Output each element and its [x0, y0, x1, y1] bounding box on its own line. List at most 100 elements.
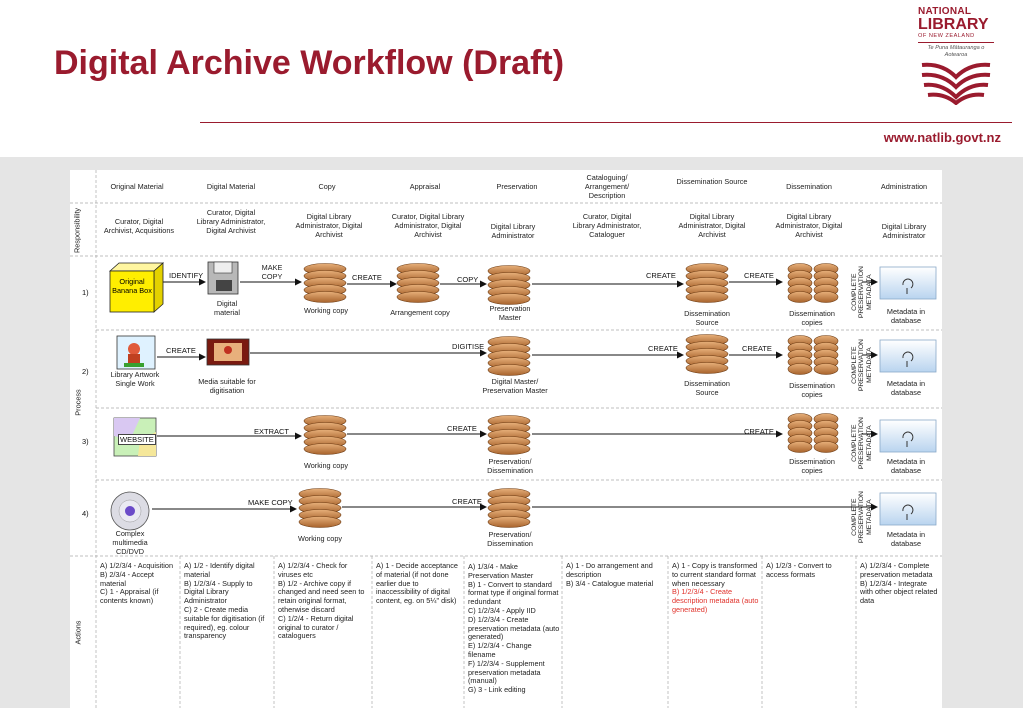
logo-line-1: NATIONAL: [918, 6, 972, 17]
row4-arrows: [152, 503, 878, 513]
disc-stack-icon: [303, 415, 347, 455]
dissemination-source-caption: Dissemination Source: [684, 309, 730, 327]
logo-book-icon: [921, 62, 991, 105]
create-label: CREATE: [447, 424, 477, 433]
metadata-caption: Metadata in database: [886, 457, 926, 475]
working-copy-caption: Working copy: [297, 534, 343, 543]
header-dissemination: Dissemination: [786, 182, 832, 191]
disc-stack-icon: [487, 488, 531, 528]
metadata-caption: Metadata in database: [886, 379, 926, 397]
disc-stack-icon: [813, 413, 839, 453]
header-rule: [200, 122, 1012, 123]
header-preservation: Preservation: [496, 182, 538, 191]
actions-copy: A) 1/2/3/4 - Check for viruses etc B) 1/…: [278, 561, 365, 641]
database-icon: [879, 492, 937, 526]
arrangement-copy-caption: Arrangement copy: [390, 308, 450, 317]
page-title: Digital Archive Workflow (Draft): [54, 44, 565, 82]
copy-label: COPY: [457, 275, 479, 284]
database-icons: [879, 266, 937, 526]
disc-stack-icon: [396, 263, 440, 303]
website-link[interactable]: www.natlib.govt.nz: [883, 130, 1001, 145]
disc-stacks: [298, 263, 839, 528]
actions-administration: A) 1/2/3/4 - Complete preservation metad…: [860, 561, 938, 606]
working-copy-caption: Working copy: [303, 461, 349, 470]
dissemination-copies-caption: Dissemination copies: [789, 457, 835, 475]
resp-copy: Digital Library Administrator, Digital A…: [295, 212, 363, 239]
working-copy-caption: Working copy: [303, 306, 349, 315]
dissemination-copies-caption: Dissemination copies: [789, 381, 835, 399]
database-icon: [879, 339, 937, 373]
disc-stack-icon: [813, 335, 839, 375]
row-4-number: 4): [82, 509, 89, 518]
cd-dvd-icon: [110, 491, 150, 531]
actions-dissemination-source: A) 1 - Copy is transformed to current st…: [672, 561, 761, 615]
film-media-icon: [206, 338, 250, 366]
extract-label: EXTRACT: [254, 427, 290, 436]
floppy-disk-icon: [207, 261, 239, 295]
complete-metadata-label: COMPLETE PRESERVATION METADATA: [850, 417, 873, 470]
make-copy-label: MAKE COPY: [261, 263, 283, 281]
disc-stack-icon: [487, 336, 531, 376]
database-icon: [879, 419, 937, 453]
header-original-material: Original Material: [110, 182, 164, 191]
disc-stack-icon: [487, 265, 531, 305]
row2-arrows: [157, 349, 878, 361]
row-1-number: 1): [82, 288, 89, 297]
digitise-label: DIGITISE: [452, 342, 485, 351]
metadata-caption: Metadata in database: [886, 307, 926, 325]
preservation-dissemination-caption: Preservation/ Dissemination: [487, 530, 533, 548]
artwork-caption: Library Artwork Single Work: [110, 370, 160, 388]
dissemination-source-caption: Dissemination Source: [684, 379, 730, 397]
resp-digital-material: Curator, Digital Library Administrator, …: [196, 208, 266, 235]
disc-stack-icon: [685, 334, 729, 374]
logo-line-2: LIBRARY: [918, 16, 989, 33]
disc-stack-icon: [303, 263, 347, 303]
resp-dissemination-source: Digital Library Administrator, Digital A…: [678, 212, 746, 239]
disc-stack-icon: [787, 335, 813, 375]
national-library-logo: NATIONAL LIBRARY OF NEW ZEALAND Te Puna …: [918, 6, 994, 105]
create-label: CREATE: [742, 344, 772, 353]
header-administration: Administration: [880, 182, 928, 191]
resp-original-material: Curator, Digital Archivist, Acquisitions: [103, 217, 175, 235]
identify-label: IDENTIFY: [169, 271, 204, 280]
header-copy: Copy: [318, 182, 336, 191]
disc-stack-icon: [487, 415, 531, 455]
row1-arrows: [163, 278, 878, 288]
database-icon: [879, 266, 937, 300]
digital-master-caption: Digital Master/ Preservation Master: [482, 377, 548, 395]
make-copy-label: MAKE COPY: [248, 498, 293, 507]
actions-dissemination-source-red: B) 1/2/3/4 - Create description metadata…: [672, 587, 761, 614]
cd-caption: Complex multimedia CD/DVD: [112, 529, 148, 556]
responsibility-label: Responsibility: [72, 207, 82, 254]
resp-cataloguing: Curator, Digital Library Administrator, …: [572, 212, 642, 239]
metadata-caption: Metadata in database: [886, 530, 926, 548]
disc-stack-icon: [813, 263, 839, 303]
create-label: CREATE: [648, 344, 678, 353]
resp-appraisal: Curator, Digital Library Administrator, …: [391, 212, 465, 239]
disc-stack-icon: [787, 413, 813, 453]
banana-box-icon: [108, 262, 165, 313]
artwork-icon: [116, 335, 156, 370]
resp-administration: Digital Library Administrator: [881, 222, 927, 240]
create-label: CREATE: [352, 273, 382, 282]
banana-box-label: Original Banana Box: [112, 277, 152, 295]
row3-arrows: [157, 430, 878, 440]
actions-preservation: A) 1/3/4 - Make Preservation Master B) 1…: [468, 562, 560, 695]
logo-line-3: OF NEW ZEALAND: [918, 33, 975, 39]
preservation-dissemination-caption: Preservation/ Dissemination: [487, 457, 533, 475]
actions-label: Actions: [73, 620, 83, 645]
resp-dissemination: Digital Library Administrator, Digital A…: [775, 212, 843, 239]
dissemination-copies-caption: Dissemination copies: [789, 309, 835, 327]
process-label: Process: [73, 389, 83, 416]
create-label: CREATE: [166, 346, 196, 355]
create-label: CREATE: [744, 271, 774, 280]
actions-appraisal: A) 1 - Decide acceptance of material (if…: [376, 561, 460, 606]
complete-metadata-label: COMPLETE PRESERVATION METADATA: [850, 491, 873, 544]
header-digital-material: Digital Material: [206, 182, 256, 191]
disc-stack-icon: [685, 263, 729, 303]
complete-metadata-label: COMPLETE PRESERVATION METADATA: [850, 339, 873, 392]
actions-cataloguing: A) 1 - Do arrangement and description B)…: [566, 561, 654, 588]
disc-stack-icon: [298, 488, 342, 528]
row-2-number: 2): [82, 367, 89, 376]
actions-digital-material: A) 1/2 - Identify digital material B) 1/…: [184, 561, 265, 641]
